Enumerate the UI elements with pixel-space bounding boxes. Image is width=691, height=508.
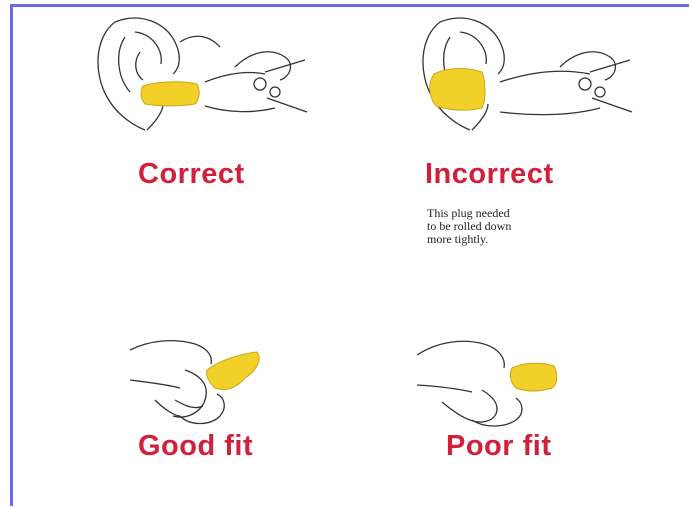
label-good-fit: Good fit [138,430,253,463]
ear-correct-illustration [85,12,315,142]
note-line: more tightly. [427,233,607,246]
label-poor-fit: Poor fit [446,430,552,463]
hand-poor-fit-illustration [412,330,572,430]
incorrect-note: This plug needed to be rolled down more … [427,207,607,246]
hand-good-fit-illustration [125,330,275,430]
label-incorrect: Incorrect [425,158,554,191]
label-correct: Correct [138,158,245,191]
ear-incorrect-illustration [410,12,640,142]
